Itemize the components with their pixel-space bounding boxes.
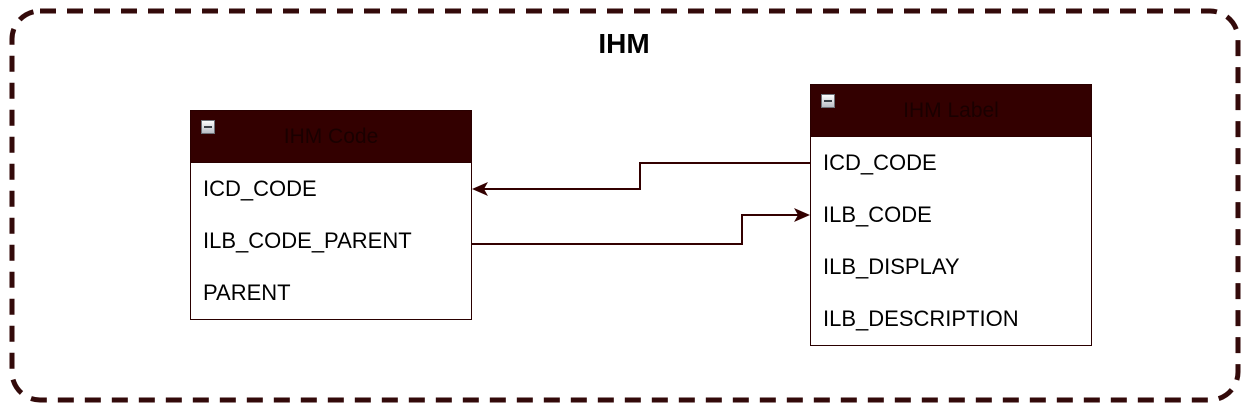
table-title: IHM Code: [283, 125, 379, 148]
field-row[interactable]: ILB_CODE_PARENT: [203, 228, 412, 253]
minus-square-icon[interactable]: [821, 94, 835, 108]
container-title: IHM: [598, 28, 650, 59]
field-row[interactable]: ICD_CODE: [823, 150, 937, 175]
arrowhead-code-icd: [472, 182, 488, 196]
table-header: IHM Label: [811, 85, 1091, 137]
table-ihm-code[interactable]: IHM Code ICD_CODE ILB_CODE_PARENT PARENT: [190, 110, 472, 320]
minus-square-icon[interactable]: [201, 120, 215, 134]
table-header: IHM Code: [191, 111, 471, 163]
table-title: IHM Label: [903, 99, 999, 122]
table-ihm-label[interactable]: IHM Label ICD_CODE ILB_CODE ILB_DISPLAY …: [810, 84, 1092, 346]
connector-label-icd-to-code-icd[interactable]: [478, 162, 810, 190]
field-row[interactable]: ILB_DESCRIPTION: [823, 306, 1019, 331]
field-row[interactable]: ILB_CODE: [823, 202, 932, 227]
connector-code-parent-to-label-ilb[interactable]: [472, 214, 803, 245]
field-row[interactable]: PARENT: [203, 280, 291, 305]
field-row[interactable]: ILB_DISPLAY: [823, 254, 960, 279]
field-row[interactable]: ICD_CODE: [203, 176, 317, 201]
container-border: [9, 8, 1241, 403]
arrowhead-label-ilb: [794, 208, 810, 222]
